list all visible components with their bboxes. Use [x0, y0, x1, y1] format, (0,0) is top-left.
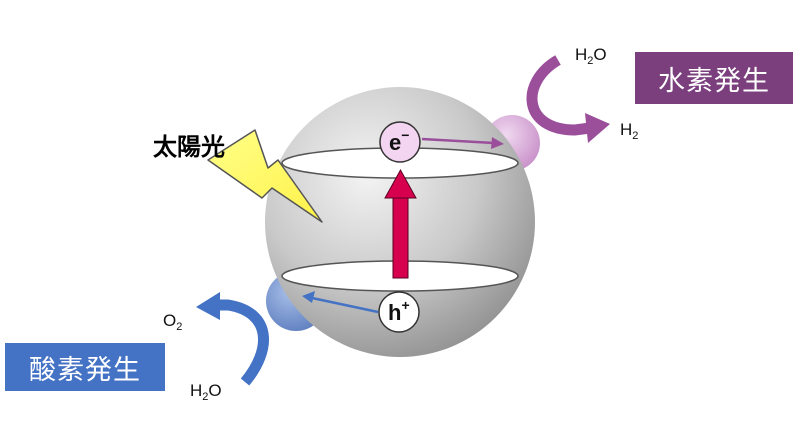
excitation-arrow: [384, 168, 417, 279]
oxygen-generation-label: 酸素発生: [5, 343, 165, 391]
electron-transfer-arrow: [421, 137, 504, 149]
svg-text:e−: e−: [389, 127, 409, 155]
hole: h+: [378, 291, 420, 333]
oxygen-molecule-label: O2: [163, 311, 182, 333]
hydrogen-molecule-label: H2: [620, 120, 638, 142]
water-label-top: H2O: [575, 45, 607, 67]
hydrogen-generation-label: 水素発生: [635, 52, 793, 104]
sunlight-bolt-icon: [207, 129, 323, 223]
sunlight-label: 太陽光: [153, 133, 225, 161]
oxygen-reaction-arrow: [196, 292, 269, 386]
hydrogen-reaction-arrow: [526, 55, 610, 143]
hole-transfer-arrow: [302, 291, 379, 314]
electron: e−: [379, 121, 421, 163]
water-label-bottom: H2O: [190, 381, 222, 403]
svg-text:h+: h+: [388, 297, 410, 325]
